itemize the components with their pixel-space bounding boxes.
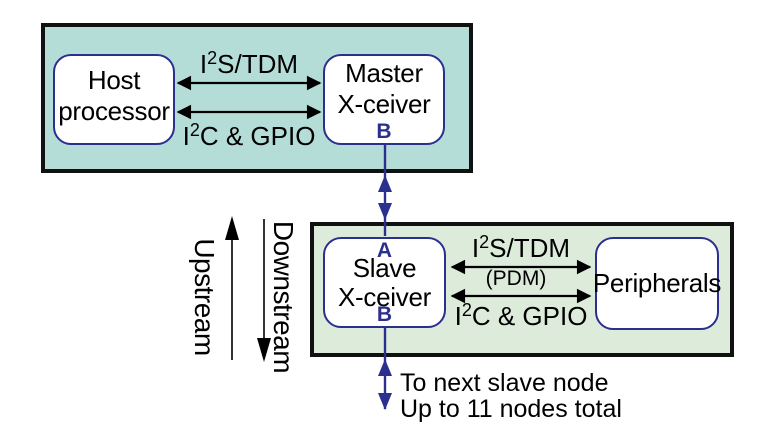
i2s-tdm-label-bottom: I2S/TDM [471,232,571,265]
next-node-note-line2: Up to 11 nodes total [400,395,622,423]
i2c-rest: C & GPIO [199,121,316,151]
peripherals-box: Peripherals [592,237,722,330]
i2s-base: I [199,49,208,79]
next-node-down-arrowhead-icon [378,393,392,410]
slave-port-b-label: B [376,303,393,326]
i2c-superscript: 2 [189,120,200,140]
host-label-line2: processor [58,95,170,126]
i2s-base-bottom: I [471,233,480,263]
pdm-note-label: (PDM) [485,267,547,290]
master-xceiver-box: Master X-ceiver B [323,54,445,145]
slave-xceiver-box: Slave X-ceiver A B [323,237,446,328]
next-node-up-arrowhead-icon [378,359,392,376]
i2c-superscript-bottom: 2 [461,300,472,320]
host-processor-box: Host processor [53,54,175,145]
a2b-link-up-arrowhead-icon [378,175,392,192]
i2s-rest: S/TDM [217,49,299,79]
master-node-group: Host processor Master X-ceiver B [41,23,473,173]
upstream-arrowhead-icon [225,216,239,240]
slave-label-line2: X-ceiver [338,281,431,312]
i2c-gpio-label-top: I2C & GPIO [182,120,316,153]
i2s-superscript: 2 [207,48,218,68]
i2s-tdm-label-top: I2S/TDM [199,48,299,81]
master-port-b-label: B [376,120,392,143]
master-label-line1: Master [345,57,423,88]
next-node-note-line1: To next slave node [400,369,609,397]
upstream-label: Upstream [189,238,220,356]
downstream-label: Downstream [268,220,299,374]
a2b-link-down-arrowhead-icon [378,203,392,220]
host-label-line1: Host [87,64,141,95]
peripherals-label: Peripherals [592,268,722,298]
slave-node-group: Slave X-ceiver A B Peripherals [310,222,734,357]
i2c-base: I [182,121,190,151]
slave-label-line1: Slave [352,252,417,283]
i2s-rest-bottom: S/TDM [489,233,571,263]
i2c-rest-bottom: C & GPIO [471,301,588,331]
master-label-line2: X-ceiver [337,88,431,119]
i2c-gpio-label-bottom: I2C & GPIO [454,300,588,333]
i2c-base-bottom: I [454,301,462,331]
i2s-superscript-bottom: 2 [479,232,490,252]
slave-port-a-label: A [376,239,393,262]
